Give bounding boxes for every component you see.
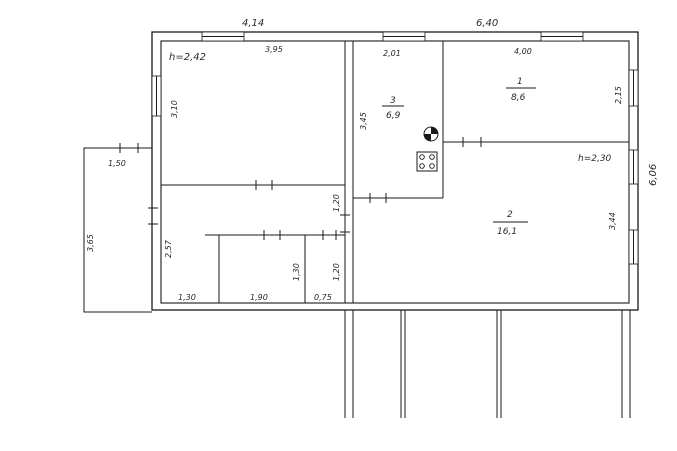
height-right: h=2,30 [578, 154, 612, 164]
stove-icon [416, 151, 438, 172]
room2-number: 2 [507, 210, 513, 220]
foundation-lines [344, 310, 631, 418]
dim-right-height: 6,06 [648, 164, 659, 186]
dim-top-left: 4,14 [242, 18, 264, 29]
room3-area: 6,9 [386, 111, 401, 121]
dim-closet-b-depth: 1,30 [292, 263, 301, 281]
dim-room3-depth: 3,45 [359, 112, 368, 130]
height-left: h=2,42 [169, 52, 206, 63]
central-wall [344, 41, 354, 303]
dim-top-right: 6,40 [476, 18, 498, 29]
gas-meter-icon [423, 126, 439, 142]
room2-area: 16,1 [497, 227, 517, 237]
outer-walls [151, 31, 639, 311]
room1-number: 1 [517, 77, 523, 87]
dim-room1-depth: 2,15 [614, 86, 623, 104]
room3-number: 3 [390, 96, 396, 106]
dim-porch-depth: 3,65 [86, 234, 95, 252]
dim-closet-a-width: 1,30 [178, 293, 196, 302]
door-ticks [119, 137, 482, 240]
dim-door-depth: 1,20 [332, 194, 341, 212]
windows [151, 31, 639, 265]
dim-room2-depth: 3,44 [608, 212, 617, 230]
dim-room3-width: 2,01 [383, 49, 401, 58]
dim-hall-depth: 2,57 [164, 239, 173, 258]
dim-porch-width: 1,50 [108, 159, 126, 168]
dim-room-left-width: 3,95 [265, 45, 283, 54]
dim-room1-width: 4,00 [514, 47, 532, 56]
dim-room-left-depth: 3,10 [170, 100, 179, 118]
dim-closet-b-width: 1,90 [250, 293, 268, 302]
room1-area: 8,6 [511, 93, 526, 103]
dim-closet-c-depth: 1,20 [332, 263, 341, 281]
dim-closet-c-width: 0,75 [314, 293, 332, 302]
porch-outline [83, 147, 152, 313]
